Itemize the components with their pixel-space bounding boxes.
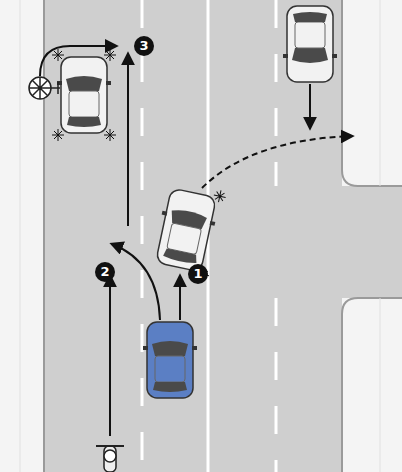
straight-arrow xyxy=(179,276,181,320)
oncoming-car xyxy=(283,6,337,82)
side-road xyxy=(340,186,402,298)
curb xyxy=(43,0,45,472)
lane-line xyxy=(141,0,144,472)
motorcycle xyxy=(96,446,124,472)
turning-car xyxy=(150,179,227,281)
motorcycle-arrow xyxy=(109,276,111,436)
sidewalk-edge xyxy=(20,0,21,472)
pass-arrow xyxy=(127,54,129,226)
parked-car xyxy=(52,49,116,141)
oncoming-arrow xyxy=(309,84,311,128)
bicycle-arrow xyxy=(40,46,116,76)
lane-change-arrow xyxy=(112,244,160,320)
callout-number: 2 xyxy=(95,262,115,282)
curb xyxy=(342,0,402,472)
lane-line xyxy=(275,0,278,472)
callout-number: 1 xyxy=(188,264,208,284)
main-road xyxy=(44,0,342,472)
callout-number: 3 xyxy=(134,36,154,56)
blue-car xyxy=(143,322,197,398)
sidewalk-edge xyxy=(380,0,381,472)
bicycle xyxy=(29,77,60,99)
turn-arrow xyxy=(202,136,352,188)
